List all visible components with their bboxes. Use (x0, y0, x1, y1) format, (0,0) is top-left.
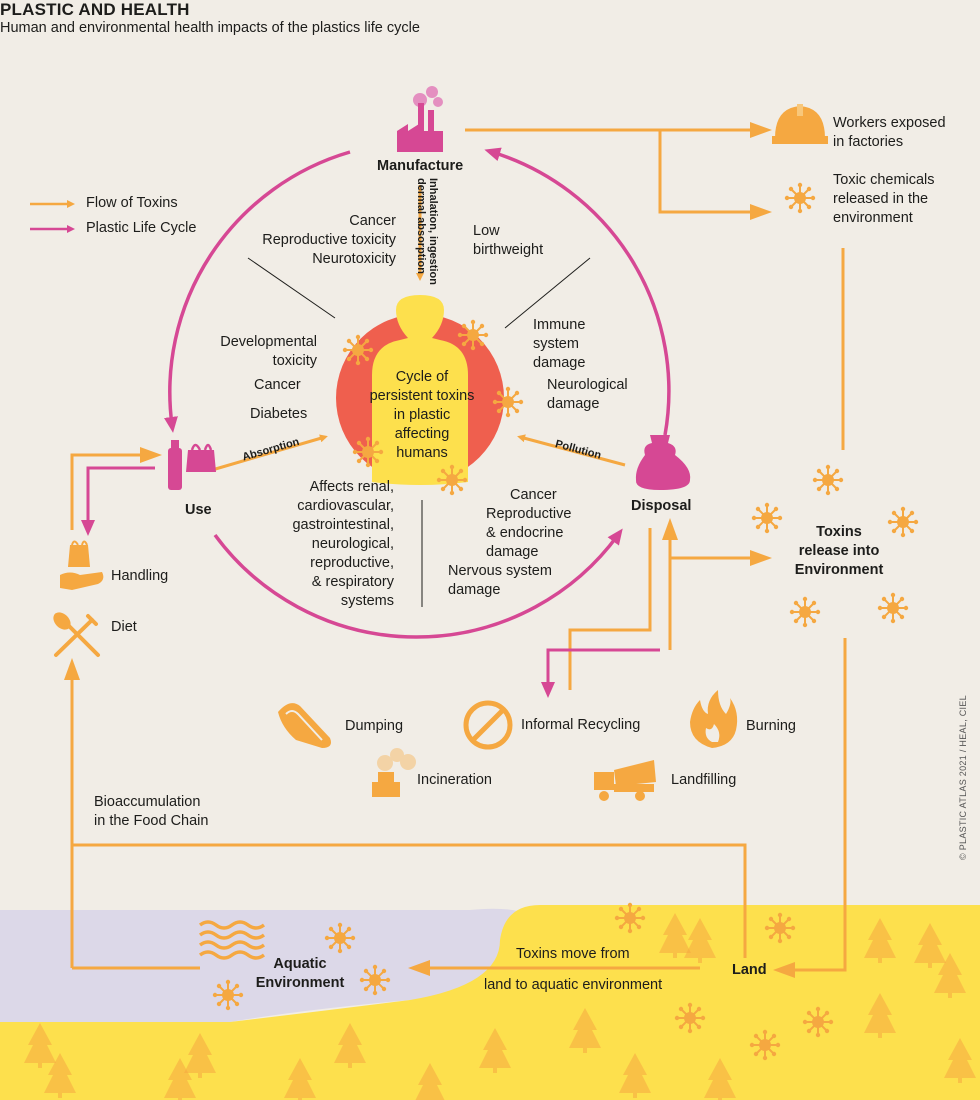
label-line: in factories (833, 134, 904, 150)
label-line: environment (833, 210, 913, 226)
effect-text: Reproductive toxicity (262, 232, 396, 248)
effects-birthweight: Low birthweight (473, 222, 543, 260)
page-subtitle: Human and environmental health impacts o… (0, 20, 420, 36)
effect-text: system (533, 336, 579, 352)
label-move-1: Toxins move from (516, 946, 630, 962)
label-line: release into (798, 543, 880, 559)
flow-dermal: dermal absorption (415, 178, 427, 274)
label-burning: Burning (746, 718, 796, 734)
land-area (0, 905, 980, 1100)
stage-manufacture: Manufacture (377, 158, 464, 174)
label-line: released in the (833, 191, 929, 207)
label-diet: Diet (111, 619, 137, 635)
effect-text: Reproductive (486, 506, 572, 522)
effect-text: Affects renal, (309, 479, 394, 495)
credit-text: © PLASTIC ATLAS 2021 / HEAL, CIEL (958, 695, 968, 860)
effect-text: damage (547, 396, 600, 412)
effect-use-cancer: Cancer (254, 377, 301, 393)
effects-nervous: Nervous system damage (448, 562, 552, 600)
effects-immune: Immune system damage (533, 316, 585, 373)
effect-text: Cancer (510, 487, 557, 503)
effect-text: Low (473, 223, 500, 239)
effect-text: & endocrine (486, 525, 564, 541)
effect-text: Cancer (349, 213, 396, 229)
center-line: affecting (394, 426, 450, 442)
stage-disposal: Disposal (631, 498, 692, 514)
label-line: Bioaccumulation (94, 794, 201, 810)
page-title: PLASTIC AND HEALTH (0, 0, 190, 19)
label-line: Workers exposed (833, 115, 946, 131)
label-toxins-release: Toxins release into Environment (780, 523, 898, 580)
flow-inhalation: Inhalation, ingestion (427, 178, 439, 285)
label-dumping: Dumping (345, 718, 404, 734)
effect-text: damage (448, 582, 501, 598)
label-incineration: Incineration (417, 772, 492, 788)
effect-text: Neurological (547, 377, 628, 393)
label-line: Toxic chemicals (833, 172, 935, 188)
label-informal-recycling: Informal Recycling (521, 717, 641, 733)
label-bioaccumulation: Bioaccumulation in the Food Chain (94, 793, 208, 831)
effect-text: & respiratory (311, 574, 394, 590)
stage-use: Use (185, 502, 212, 518)
no-recycling-icon (463, 700, 513, 750)
effect-text: damage (486, 544, 539, 560)
water-area (0, 908, 543, 1022)
effect-text: gastrointestinal, (292, 517, 394, 533)
effects-manufacture: Cancer Reproductive toxicity Neurotoxici… (226, 212, 396, 269)
label-line: Aquatic (273, 956, 327, 972)
legend-lifecycle: Plastic Life Cycle (86, 220, 197, 236)
effect-text: Neurotoxicity (312, 251, 396, 267)
label-line: Toxins (816, 524, 862, 540)
label-line: in the Food Chain (94, 813, 209, 829)
label-line: Environment (255, 975, 345, 991)
plastic-items-icon (168, 440, 216, 490)
label-line: Environment (794, 562, 884, 578)
label-land: Land (732, 962, 767, 978)
label-toxic-chemicals: Toxic chemicals released in the environm… (833, 171, 935, 228)
center-line: in plastic (393, 407, 451, 423)
fire-icon (690, 690, 738, 748)
effect-text: Immune (533, 317, 586, 333)
label-workers: Workers exposed in factories (833, 114, 946, 152)
trash-bag-icon (635, 435, 691, 490)
effect-text: neurological, (311, 536, 394, 552)
dumping-icon (278, 703, 331, 748)
center-line: humans (396, 445, 448, 461)
toxic-virus-icon (783, 181, 817, 215)
effect-text: Nervous system (448, 563, 552, 579)
legend-toxins: Flow of Toxins (86, 195, 178, 211)
effects-systems: Affects renal, cardiovascular, gastroint… (214, 478, 394, 611)
center-line: Cycle of (395, 369, 449, 385)
label-handling: Handling (111, 568, 169, 584)
center-text: Cycle of persistent toxins in plastic af… (352, 368, 492, 463)
label-landfilling: Landfilling (671, 772, 737, 788)
effect-text: systems (340, 593, 394, 609)
center-line: persistent toxins (369, 388, 475, 404)
effect-text: toxicity (272, 353, 317, 369)
waves-icon (198, 920, 266, 960)
effect-use-diabetes: Diabetes (250, 406, 308, 422)
effects-neurological: Neurological damage (547, 376, 628, 414)
factory-icon (397, 86, 443, 152)
effect-text: birthweight (473, 242, 544, 258)
helmet-icon (772, 104, 828, 144)
effects-disposal-cancer: Cancer Reproductive & endocrine damage (486, 486, 571, 562)
incinerator-icon (372, 748, 416, 797)
label-aquatic: Aquatic Environment (248, 955, 352, 993)
effects-developmental: Developmental toxicity (177, 333, 317, 371)
effect-text: Developmental (220, 334, 317, 350)
effect-text: damage (533, 355, 586, 371)
effect-text: cardiovascular, (297, 498, 394, 514)
handling-icon (60, 540, 104, 590)
effect-text: reproductive, (310, 555, 394, 571)
diet-icon (53, 612, 100, 657)
human-silhouette (372, 295, 468, 485)
truck-icon (594, 760, 656, 801)
label-move-2: land to aquatic environment (484, 977, 663, 993)
